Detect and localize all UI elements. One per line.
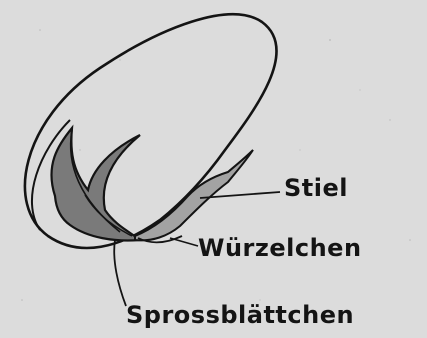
- cotyledon-shape: [51, 128, 140, 240]
- label-stiel: Stiel: [284, 176, 348, 200]
- leader-line-wurzelchen: [170, 238, 198, 246]
- label-wurzelchen: Würzelchen: [198, 236, 362, 260]
- leader-line-sprossblaettchen: [114, 240, 126, 306]
- label-sprossblaettchen: Sprossblättchen: [126, 303, 354, 327]
